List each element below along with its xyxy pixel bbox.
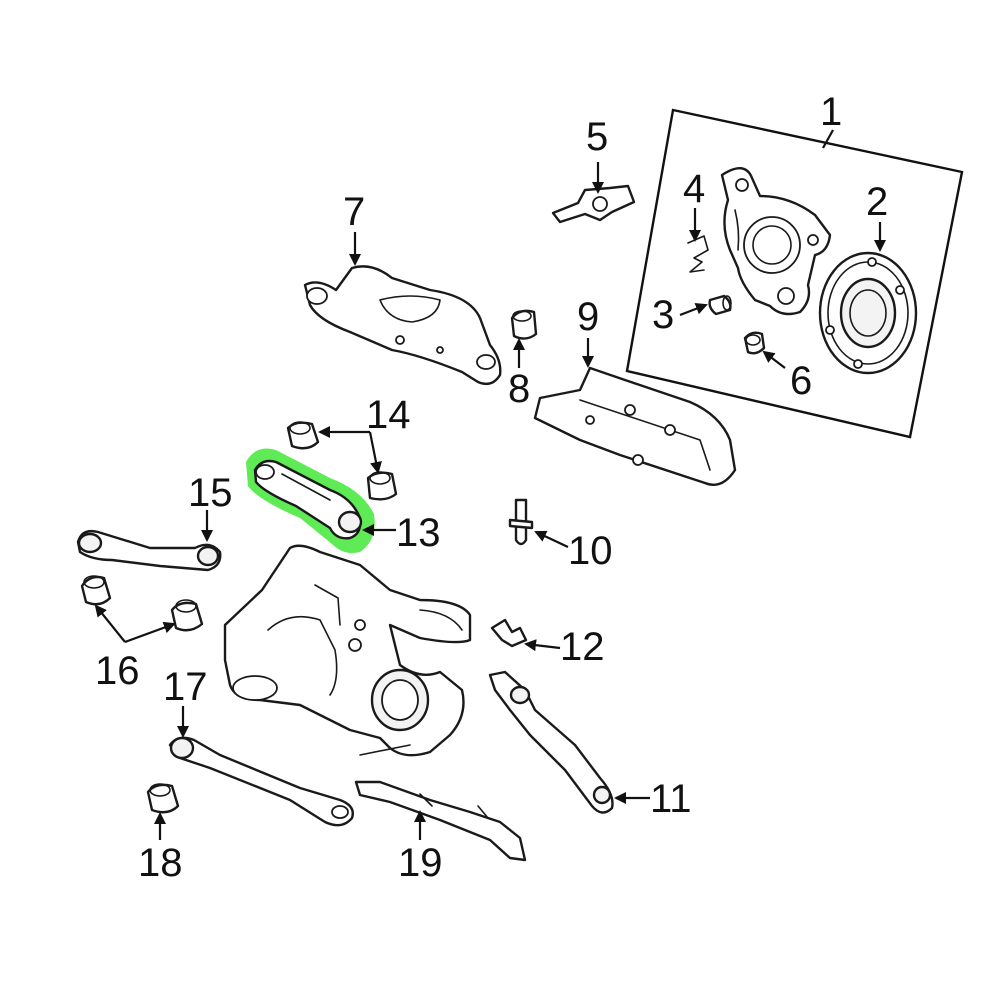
callout-10: 10 [568,529,613,573]
callout-5: 5 [586,115,608,159]
callout-3: 3 [652,293,674,337]
bushing-18 [146,783,180,814]
cover-19 [354,780,527,862]
trailing-arm-11 [488,670,614,814]
bushing-pair-16 [80,575,204,632]
callout-11: 11 [650,777,692,821]
callout-1: 1 [820,90,842,134]
callout-13: 13 [396,511,441,555]
arm-bushing-8 [510,309,538,340]
upper-control-arm [303,265,502,386]
callout-16: 16 [95,649,140,693]
callout-12: 12 [560,625,605,669]
lower-link-17 [168,736,354,827]
callout-17: 17 [163,665,208,709]
rear-knuckle [720,167,832,316]
highlighted-link-arm [246,448,375,553]
callout-labels: 1 2 3 4 5 6 7 8 9 10 11 12 13 14 15 16 1… [95,90,888,885]
lower-trailing-plate [533,366,737,487]
clip-part [687,235,709,273]
small-bracket-12 [490,618,528,648]
bolt-part [508,498,534,546]
callout-7: 7 [343,190,365,234]
callout-6: 6 [790,359,812,403]
knuckle-bushing-small [708,294,732,316]
leader-lines [94,129,886,840]
hub-bearing [818,251,918,375]
upper-link-15 [76,529,222,572]
callout-18: 18 [138,841,183,885]
callout-19: 19 [398,841,443,885]
knuckle-bushing [743,331,766,355]
bushing-pair-14 [286,421,398,501]
callout-9: 9 [577,295,599,339]
callout-8: 8 [508,367,530,411]
callout-14: 14 [366,393,411,437]
callout-2: 2 [866,180,888,224]
rear-subframe [223,544,472,757]
bracket-part [551,184,636,224]
callout-15: 15 [188,471,233,515]
callout-4: 4 [683,167,705,211]
